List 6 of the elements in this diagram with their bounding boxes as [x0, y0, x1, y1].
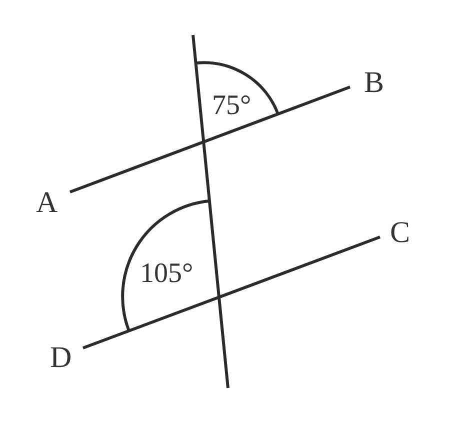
point-label: B [364, 68, 384, 98]
angle-label: 75° [212, 92, 252, 120]
point-label: C [390, 218, 410, 248]
point-label: A [36, 188, 58, 218]
angle-label: 105° [140, 260, 194, 288]
point-label: D [50, 343, 72, 373]
